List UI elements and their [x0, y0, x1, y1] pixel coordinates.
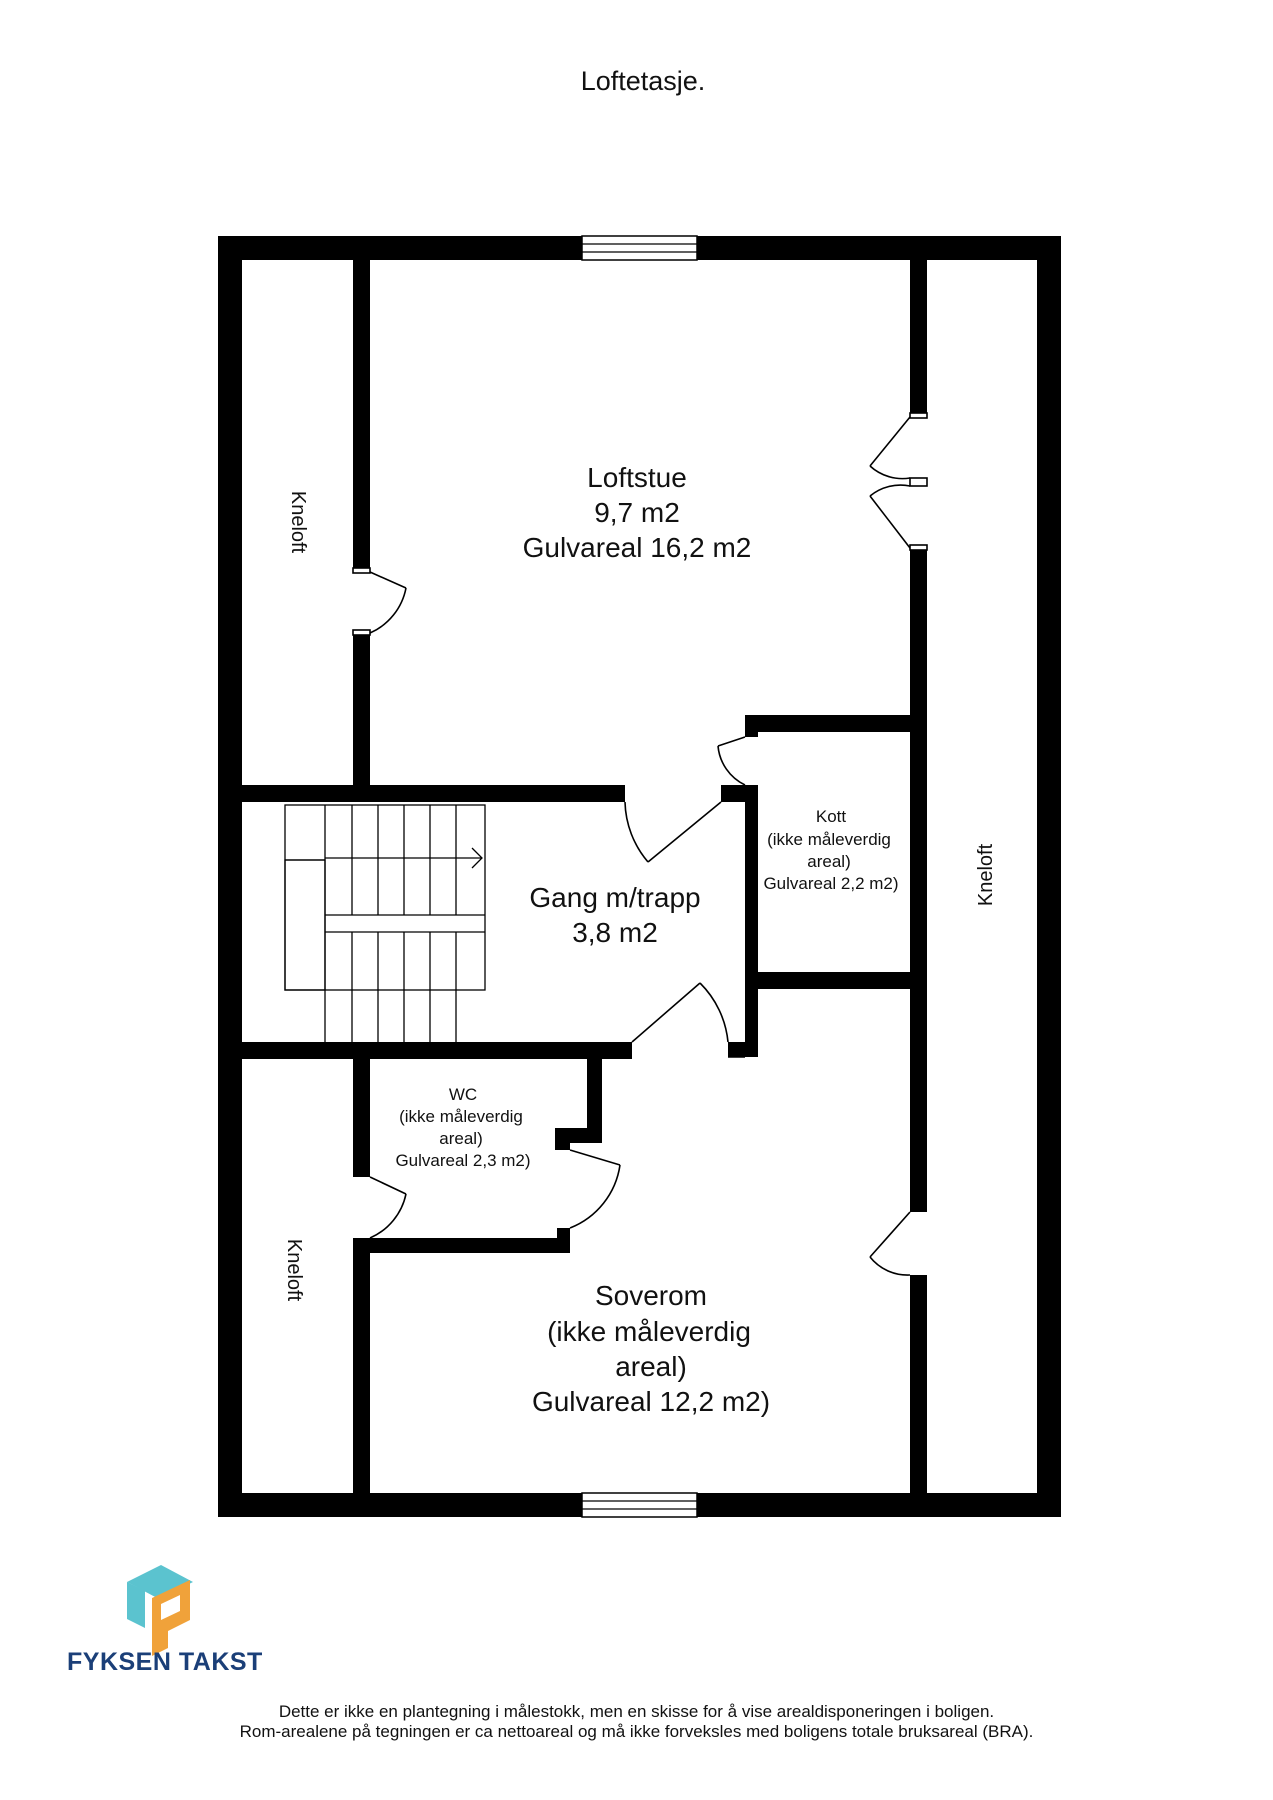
kott-name: Kott: [816, 807, 847, 826]
room-loftstue: Loftstue 9,7 m2 Gulvareal 16,2 m2: [523, 462, 752, 563]
kneloft-right-label: Kneloft: [975, 843, 997, 906]
disclaimer: Dette er ikke en plantegning i målestokk…: [0, 1702, 1273, 1742]
wc-name: WC: [449, 1085, 477, 1104]
kott-note1: (ikke måleverdig: [767, 830, 891, 849]
kneloft-left-bottom-label: Kneloft: [283, 1239, 305, 1302]
window-bottom: [581, 1492, 698, 1518]
room-soverom: Soverom (ikke måleverdig areal) Gulvarea…: [532, 1280, 770, 1417]
fyksen-takst-logo: [127, 1565, 193, 1656]
window-top: [581, 235, 698, 261]
soverom-note1: (ikke måleverdig: [547, 1316, 751, 1347]
door-kneloft-right-double: [869, 412, 928, 551]
brand-name: FYKSEN TAKST: [67, 1648, 263, 1676]
staircase: [284, 804, 486, 1042]
wc-note1: (ikke måleverdig: [399, 1107, 523, 1126]
wc-note2: areal): [439, 1129, 482, 1148]
room-kott: Kott (ikke måleverdig areal) Gulvareal 2…: [763, 807, 898, 893]
room-gang: Gang m/trapp 3,8 m2: [529, 882, 700, 948]
wc-floor-area: Gulvareal 2,3 m2): [395, 1151, 530, 1170]
door-gang-soverom: [631, 982, 745, 1058]
soverom-note2: areal): [615, 1351, 687, 1382]
loftstue-area: 9,7 m2: [594, 497, 680, 528]
door-kneloft-right-bottom: [869, 1211, 911, 1276]
door-kott: [717, 736, 746, 786]
kneloft-left-top-label: Kneloft: [287, 491, 309, 554]
door-wc: [569, 1149, 621, 1229]
kott-note2: areal): [807, 852, 850, 871]
disclaimer-line2: Rom-arealene på tegningen er ca nettoare…: [239, 1722, 1034, 1741]
loftstue-name: Loftstue: [587, 462, 687, 493]
door-loftstue-gang: [624, 801, 722, 863]
soverom-name: Soverom: [595, 1280, 707, 1311]
disclaimer-line1: Dette er ikke en plantegning i målestokk…: [278, 1702, 995, 1721]
door-kneloft-left-top: [352, 567, 407, 636]
interior-walls: [242, 260, 927, 1493]
loftstue-floor-area: Gulvareal 16,2 m2: [523, 532, 752, 563]
gang-name: Gang m/trapp: [529, 882, 700, 913]
door-kneloft-left-bottom: [369, 1176, 407, 1239]
kott-floor-area: Gulvareal 2,2 m2): [763, 874, 898, 893]
gang-area: 3,8 m2: [572, 917, 658, 948]
floor-title: Loftetasje.: [581, 66, 706, 96]
room-wc: WC (ikke måleverdig areal) Gulvareal 2,3…: [395, 1085, 530, 1170]
soverom-floor-area: Gulvareal 12,2 m2): [532, 1386, 770, 1417]
